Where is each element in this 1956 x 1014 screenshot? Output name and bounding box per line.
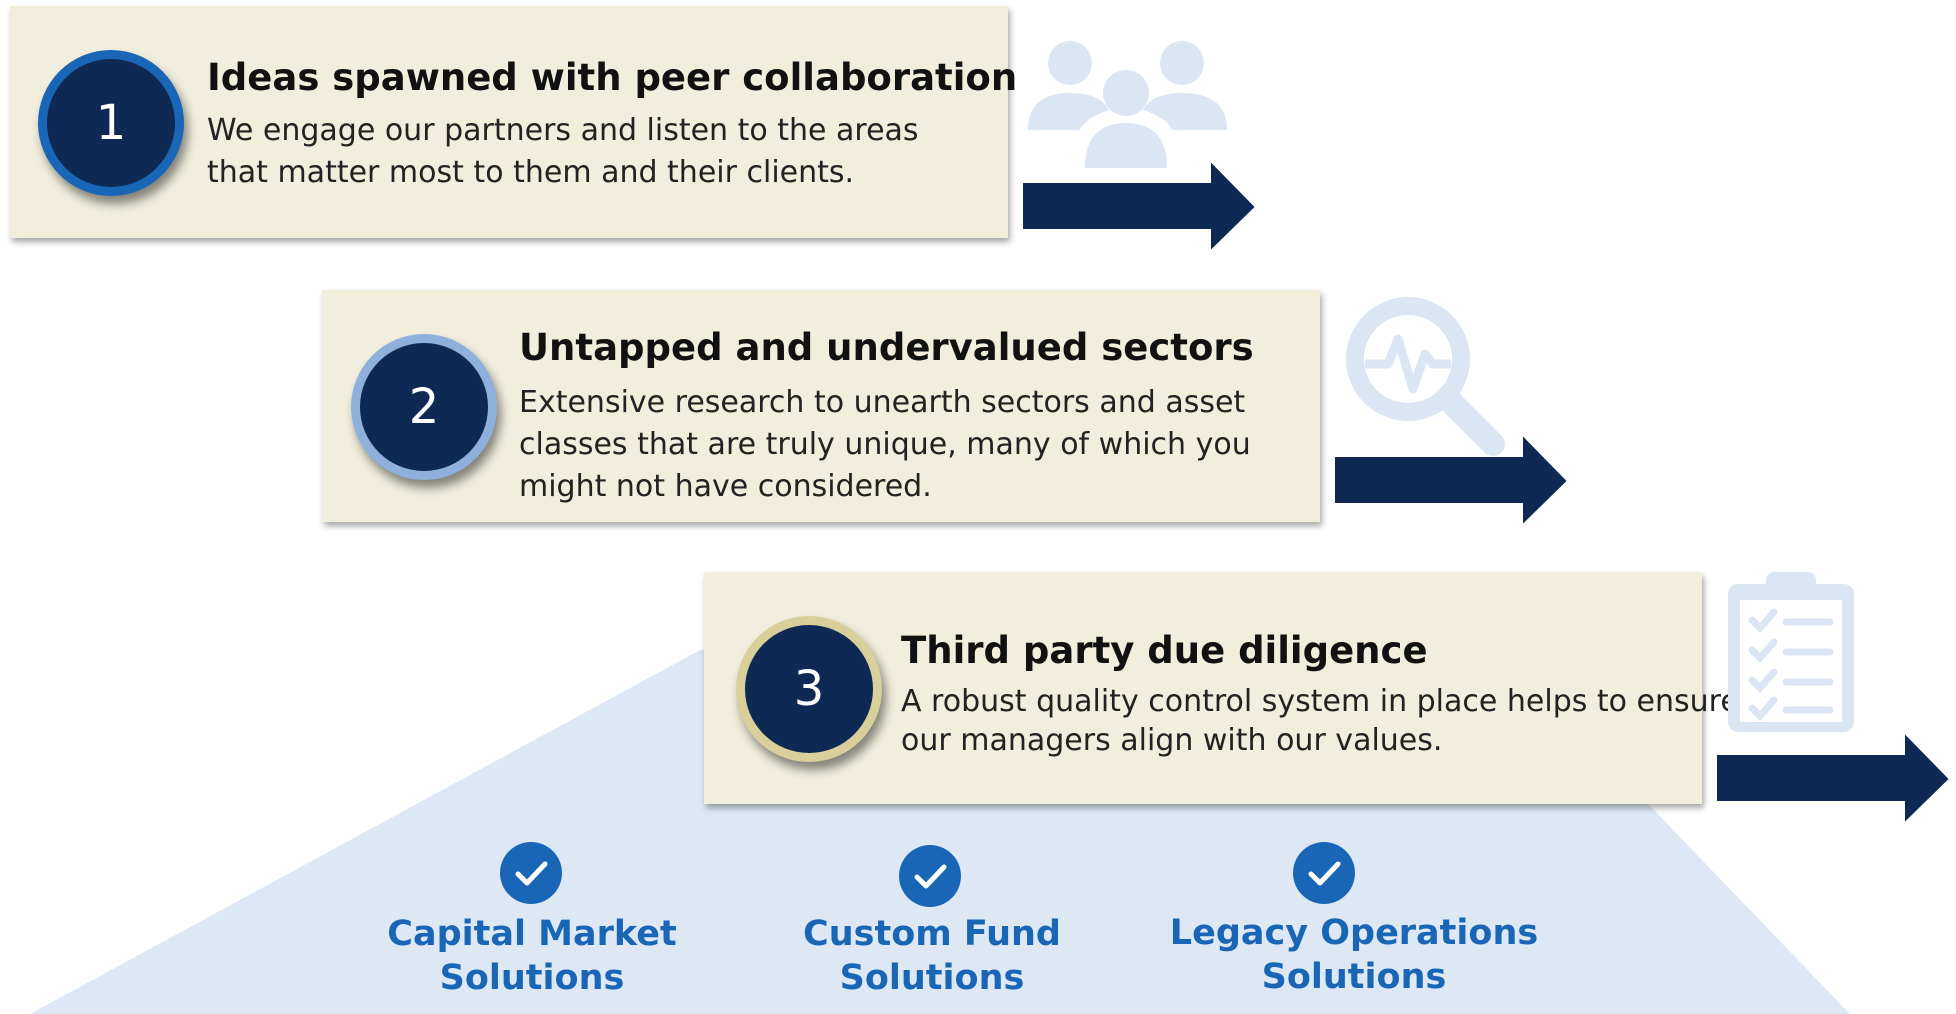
step-2-description: Extensive research to unearth sectors an… (519, 385, 1251, 504)
step-3-title: Third party due diligence (901, 629, 1428, 672)
legacy-operations-solutions-label: Legacy Operations Solutions (1169, 913, 1539, 997)
step-2-arrow (1334, 434, 1570, 528)
step-1-number-badge: 1 (38, 50, 184, 196)
step-2-number-badge: 2 (351, 334, 497, 480)
people-group-icon (1028, 41, 1227, 168)
step-3-number-badge: 3 (736, 616, 882, 762)
step-1-arrow (1022, 160, 1258, 254)
step-2-title: Untapped and undervalued sectors (519, 326, 1254, 369)
custom-fund-check-icon (899, 845, 961, 907)
step-3-number: 3 (745, 625, 873, 753)
step-1-description: We engage our partners and listen to the… (207, 113, 919, 190)
custom-fund-solutions-label: Custom Fund Solutions (803, 914, 1061, 998)
magnifier-pulse-icon (1346, 297, 1505, 456)
step-3-description: A robust quality control system in place… (901, 684, 1739, 758)
step-2-number: 2 (360, 343, 488, 471)
capital-market-solutions-label: Capital Market Solutions (387, 914, 677, 998)
step-1-number: 1 (47, 59, 175, 187)
step-1-title: Ideas spawned with peer collaboration (207, 56, 1018, 99)
step-3-arrow (1716, 732, 1952, 826)
legacy-operations-check-icon (1293, 842, 1355, 904)
clipboard-checklist-icon (1728, 572, 1854, 732)
capital-market-check-icon (500, 842, 562, 904)
